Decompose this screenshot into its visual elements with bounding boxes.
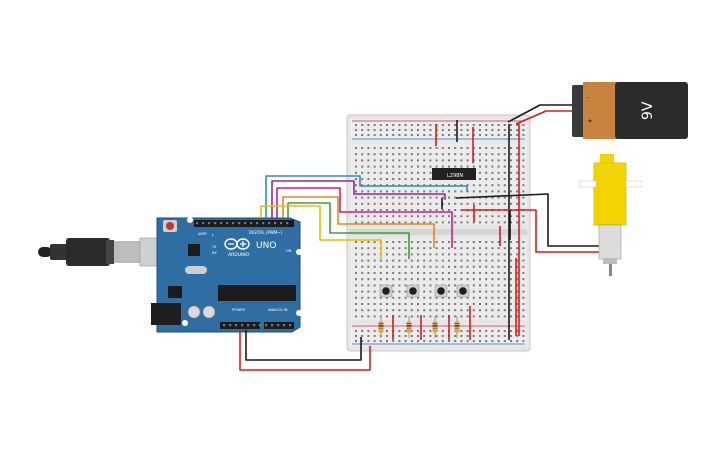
digital-pins xyxy=(196,222,289,225)
pushbuttons xyxy=(379,284,470,298)
battery-label: 9V xyxy=(640,101,656,120)
voltage-regulator xyxy=(168,286,182,298)
wires xyxy=(239,104,601,371)
power-header-label: POWER xyxy=(232,308,246,312)
analog-header-label: ANALOG IN xyxy=(268,308,288,312)
breadboard[interactable] xyxy=(346,114,531,352)
capacitor-1 xyxy=(187,305,201,319)
battery-plus: + xyxy=(587,117,593,125)
power-header xyxy=(220,322,260,329)
rx-label: RX xyxy=(212,251,217,255)
resistor-1 xyxy=(378,316,384,338)
arduino-brand: ARDUINO xyxy=(228,252,250,258)
arduino-uno-board[interactable]: DIGITAL (PWM~) AREF ARDUINO UNO TX RX L … xyxy=(38,217,302,333)
wire-battery-black xyxy=(507,104,574,123)
l-label: L xyxy=(212,233,214,237)
bottom-pins xyxy=(223,324,292,327)
power-jack xyxy=(151,303,181,325)
pushbutton-2[interactable] xyxy=(406,284,420,298)
arduino-model: UNO xyxy=(256,241,276,251)
aref-label: AREF xyxy=(198,232,207,236)
dc-gear-motor[interactable] xyxy=(579,154,643,276)
driver-chip-label: L298N xyxy=(447,173,463,179)
pushbutton-1[interactable] xyxy=(379,284,393,298)
l298n-driver-chip[interactable]: L298N xyxy=(432,168,476,180)
usb-cable xyxy=(38,237,159,267)
wire-gnd-black xyxy=(245,330,362,361)
wire-yellow xyxy=(260,205,382,259)
digital-header-label: DIGITAL (PWM~) xyxy=(249,230,283,235)
resistors xyxy=(378,316,460,338)
pushbutton-4[interactable] xyxy=(456,284,470,298)
wire-motor-red xyxy=(462,209,601,253)
pushbutton-3[interactable] xyxy=(434,284,448,298)
resistor-4 xyxy=(454,316,460,338)
crystal xyxy=(185,266,207,274)
wire-magenta xyxy=(276,187,453,248)
wire-motor-black xyxy=(455,193,601,247)
capacitor-2 xyxy=(202,305,216,319)
resistor-3 xyxy=(432,316,438,338)
atmega-chip xyxy=(218,285,296,301)
battery-9v[interactable]: - + 9V xyxy=(572,82,688,139)
arduino-logo xyxy=(224,238,250,250)
resistor-2 xyxy=(406,316,412,338)
wire-orange xyxy=(282,196,435,248)
wire-5v-red xyxy=(239,330,371,371)
usb-chip xyxy=(188,244,200,256)
wire-blue xyxy=(265,175,468,218)
tx-label: TX xyxy=(211,245,217,249)
wire-purple xyxy=(271,180,446,218)
wire-battery-red xyxy=(515,110,574,125)
on-label: ON xyxy=(286,249,292,253)
battery-minus: - xyxy=(587,94,590,102)
